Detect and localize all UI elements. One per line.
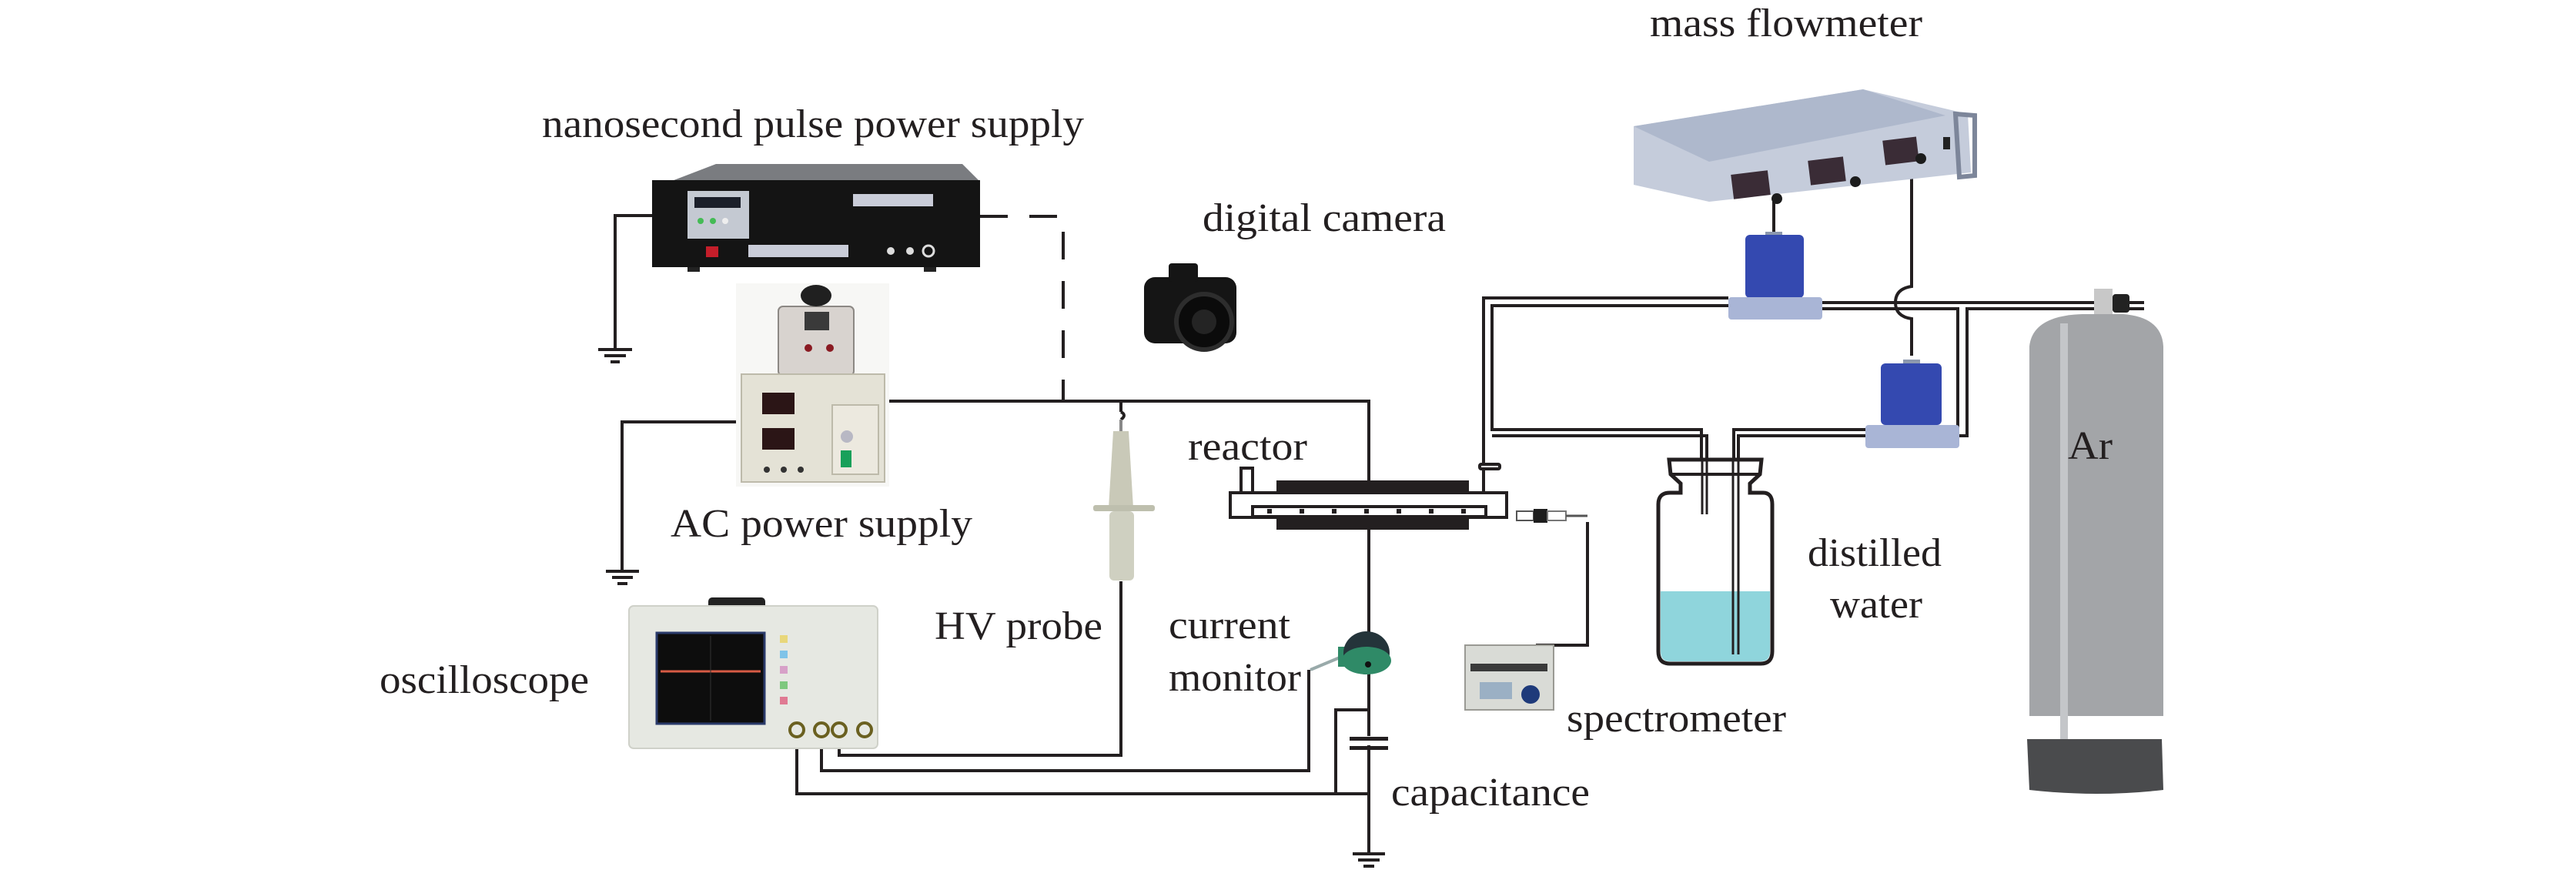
- ground-icon: [598, 348, 632, 363]
- reactor-bottom-electrode: [1276, 517, 1469, 530]
- hv-probe-label: HV probe: [935, 604, 1102, 648]
- reactor-dielectric: [1251, 505, 1487, 518]
- ground-icon: [1353, 852, 1385, 868]
- nanosecond-pulse-power-supply: [652, 164, 980, 272]
- mfc2-signal-wire: [1893, 158, 1913, 356]
- ac-ground-wire: [621, 420, 741, 571]
- fiber-connector-icon: [1516, 509, 1587, 523]
- cap-loop-wire: [1334, 708, 1369, 795]
- spectrometer: [1464, 644, 1554, 711]
- mass-flowmeter-controller: [1634, 89, 1977, 204]
- scope-ch2-wire: [820, 670, 1310, 772]
- spectrometer-fiber: [1536, 522, 1589, 647]
- dbd-reactor: [1229, 467, 1587, 530]
- mass-flow-controller-2: [1865, 360, 1959, 448]
- digital-camera-label: digital camera: [1203, 196, 1446, 240]
- ac-power-supply: [736, 283, 889, 487]
- scope-ch1-wire: [795, 730, 1369, 795]
- distilled-water-label-line1: distilled: [1808, 531, 1942, 575]
- ac-supply-label: AC power supply: [671, 502, 972, 546]
- trigger-dashed-line: [980, 215, 1065, 401]
- current-monitor-label-line1: current: [1169, 604, 1291, 647]
- capacitor-icon: [1349, 736, 1389, 750]
- digital-camera-icon: [1144, 263, 1236, 352]
- distilled-water-label-line2: water: [1830, 583, 1922, 627]
- distilled-water-bottle: [1656, 457, 1775, 666]
- capacitance-label: capacitance: [1391, 771, 1590, 815]
- gas-piping: [1478, 296, 2144, 654]
- electrical-wiring: [614, 158, 1913, 854]
- mass-flowmeter-label: mass flowmeter: [1650, 2, 1922, 45]
- nanosecond-supply-label: nanosecond pulse power supply: [542, 102, 1084, 146]
- current-monitor: [1310, 631, 1391, 674]
- argon-label: Ar: [2068, 424, 2113, 468]
- oscilloscope: [628, 597, 878, 749]
- ground-icon: [606, 570, 639, 585]
- hv-main-wire: [889, 400, 1370, 480]
- current-monitor-label-line2: monitor: [1169, 656, 1301, 700]
- reactor-inlet-nozzle: [1239, 467, 1254, 494]
- mass-flow-controller-1: [1728, 232, 1822, 320]
- hv-probe: [1093, 410, 1155, 581]
- reactor-top-electrode: [1276, 480, 1469, 493]
- argon-cylinder: Ar: [2027, 289, 2163, 794]
- pulse-ground-wire: [614, 214, 652, 349]
- reactor-label: reactor: [1188, 425, 1307, 469]
- spectrometer-label: spectrometer: [1567, 697, 1786, 741]
- oscilloscope-label: oscilloscope: [380, 658, 589, 702]
